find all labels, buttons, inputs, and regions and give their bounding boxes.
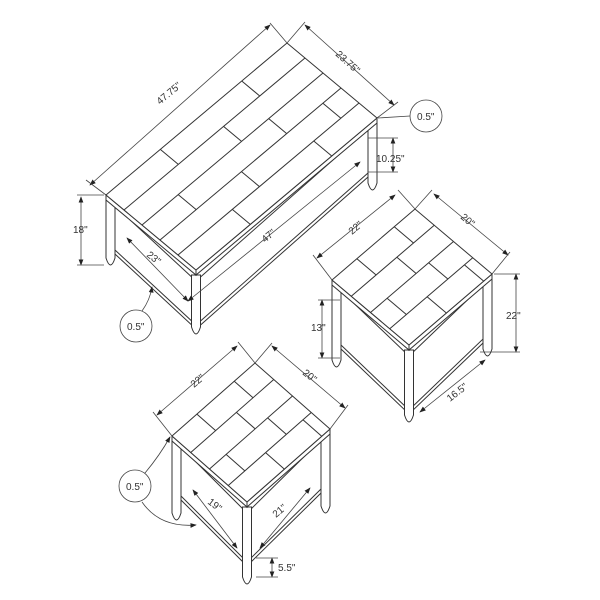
- plank-joint: [236, 411, 256, 430]
- extension-line: [397, 189, 416, 210]
- shelf-side: [408, 337, 484, 416]
- coffee-height-label: 18": [73, 225, 88, 236]
- table-leg: [331, 284, 342, 368]
- table-leg: [191, 274, 201, 335]
- table-leg: [171, 440, 182, 521]
- dimension-arrow: [316, 194, 396, 259]
- dimension-lines: [77, 21, 520, 578]
- extension-line: [152, 411, 173, 437]
- plank-joint: [313, 140, 333, 157]
- callout-leader: [377, 115, 411, 119]
- dimension-arrow: [156, 345, 238, 416]
- table-leg: [404, 349, 414, 423]
- table-leg: [367, 122, 378, 191]
- dimension-arrow: [271, 345, 346, 409]
- dimension-arrow: [419, 359, 486, 413]
- callout-leader: [141, 286, 154, 312]
- plank-seam: [389, 257, 474, 330]
- dimension-arrow: [126, 237, 189, 302]
- end-bottom-shelf-length-label: 19": [205, 497, 224, 515]
- plank-joint: [302, 419, 323, 437]
- plank-joint: [196, 413, 216, 431]
- plank-joint: [268, 118, 288, 134]
- plank-joint: [322, 102, 342, 119]
- coffee-shelf-clearance-label: 10.25": [376, 154, 405, 165]
- extension-line: [414, 189, 433, 210]
- end-right-shelf-clearance-label: 13": [311, 323, 326, 334]
- extension-line: [376, 101, 399, 119]
- dimension-arrow: [192, 489, 238, 549]
- plank-joint: [225, 454, 246, 472]
- dimension-arrow: [304, 24, 395, 106]
- coffee-shelf-thickness-callout: [119, 309, 153, 343]
- plank-seam: [350, 224, 435, 297]
- plank-joint: [393, 226, 414, 244]
- coffee-length-label: 47.75": [155, 80, 184, 107]
- table-leg: [482, 278, 493, 357]
- extension-line: [237, 341, 256, 364]
- plank-seam: [190, 379, 275, 453]
- end-table-bottom: [171, 362, 331, 585]
- extension-line: [491, 251, 511, 275]
- callout-leader: [144, 436, 171, 474]
- dimension-arrow: [433, 193, 509, 256]
- extension-line: [269, 22, 288, 44]
- extension-line: [254, 342, 273, 364]
- dimension-arrow: [89, 24, 271, 186]
- dimension-arrow: [259, 487, 311, 549]
- plank-seam: [227, 412, 312, 486]
- dimension-arrow: [187, 161, 361, 302]
- end-right-height-label: 22": [506, 311, 521, 322]
- coffee-shelf-thickness-label: 0.5": [127, 322, 145, 333]
- plank-joint: [396, 256, 417, 274]
- table-leg: [242, 506, 252, 585]
- end-bottom-top-thickness-label: 0.5": [126, 482, 144, 493]
- end-bottom-shelf-width-label: 21": [271, 502, 290, 520]
- end-right-length-label: 22": [347, 219, 366, 237]
- plank-joint: [386, 297, 407, 315]
- extension-line: [286, 21, 306, 44]
- plank-joint: [265, 452, 285, 470]
- table-leg: [105, 199, 116, 266]
- plank-joint: [267, 417, 287, 435]
- coffee-shelf-depth-label: 23": [144, 250, 163, 268]
- callout-leader: [141, 501, 197, 528]
- plank-joint: [464, 264, 485, 282]
- extension-line: [329, 404, 349, 430]
- end-right-shelf-depth-label: 16.5": [445, 381, 470, 404]
- coffee-width-label: 23.75": [333, 49, 362, 77]
- extension-line: [312, 254, 333, 281]
- end-bottom-top-thickness-callout: [118, 469, 152, 503]
- end-bottom-length-label: 22": [189, 372, 208, 390]
- extension-line: [85, 179, 107, 196]
- shelf-front: [340, 343, 410, 416]
- table-leg: [320, 433, 331, 514]
- plank-joint: [428, 262, 449, 280]
- shelf-side: [246, 487, 322, 568]
- plank-joint: [426, 296, 447, 314]
- coffee-top-thickness-callout: [409, 99, 443, 133]
- end-bottom-shelf-height-label: 5.5": [278, 563, 296, 574]
- coffee-top-thickness-label: 0.5": [417, 112, 435, 123]
